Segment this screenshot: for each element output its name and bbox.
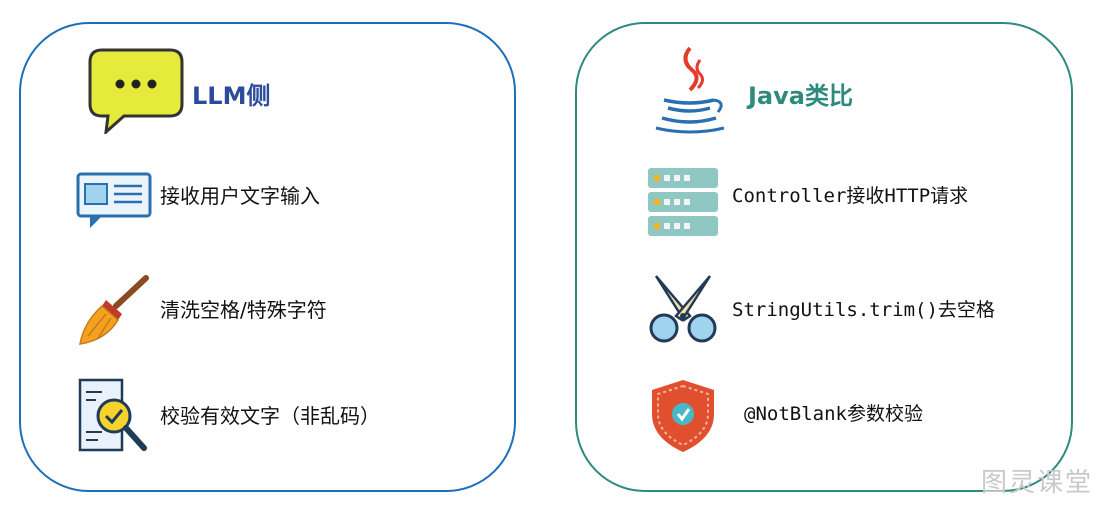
broom-icon xyxy=(79,275,149,345)
llm-item-validate-text: 校验有效文字（非乱码） xyxy=(160,404,380,428)
llm-item-clean-text: 清洗空格/特殊字符 xyxy=(160,298,327,322)
scissors-icon xyxy=(649,275,717,343)
java-item-controller: Controller接收HTTP请求 xyxy=(732,185,969,207)
llm-item-receive-input: 接收用户文字输入 xyxy=(160,184,320,208)
chat-window-icon xyxy=(76,172,152,228)
java-panel-title: Java类比 xyxy=(748,82,853,110)
shield-check-icon xyxy=(652,380,714,452)
llm-panel xyxy=(19,22,516,492)
document-check-icon xyxy=(78,378,147,452)
llm-panel-title: LLM侧 xyxy=(192,82,271,110)
watermark: 图灵课堂 xyxy=(980,468,1093,498)
java-panel xyxy=(575,22,1073,492)
java-item-notblank: @NotBlank参数校验 xyxy=(744,403,923,425)
java-cup-icon xyxy=(655,46,725,134)
speech-bubble-icon xyxy=(88,48,184,134)
server-icon xyxy=(648,168,718,236)
java-item-trim: StringUtils.trim()去空格 xyxy=(732,299,995,321)
